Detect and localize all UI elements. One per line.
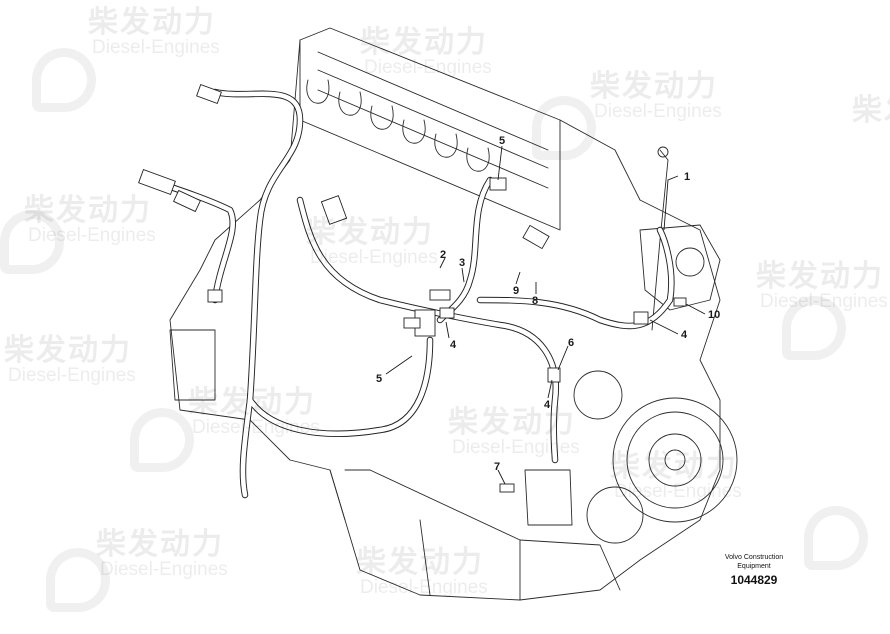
- valve-cover-ridge: [317, 51, 549, 189]
- leader-9: [515, 271, 521, 285]
- leader-7: [497, 469, 506, 485]
- oil-dipstick: [651, 149, 669, 331]
- leader-1: [663, 175, 679, 231]
- maker-line-2: Equipment: [737, 563, 771, 570]
- figure-caption: Volvo Construction Equipment 1044829: [704, 553, 804, 587]
- connector-left-2: [172, 189, 202, 213]
- connector-sensor: [522, 224, 550, 250]
- leader-4b: [547, 379, 553, 399]
- clamp-3: [633, 311, 649, 325]
- idler-pulley: [586, 486, 644, 544]
- leader-10: [685, 303, 706, 315]
- clamp-2: [547, 367, 561, 383]
- bolt-7: [499, 483, 515, 493]
- callout-4b: 4: [544, 399, 551, 411]
- crank-pulley: [612, 397, 738, 523]
- leader-2: [439, 257, 446, 269]
- connector-small: [207, 289, 223, 303]
- leader-4a: [445, 321, 450, 339]
- block-lower-face: [329, 469, 521, 601]
- callout-5b: 5: [376, 373, 382, 385]
- callout-4c: 4: [681, 329, 688, 341]
- leader-3: [461, 267, 465, 283]
- callout-1: 1: [684, 171, 690, 183]
- callout-3: 3: [459, 257, 465, 269]
- clamp-1: [439, 307, 455, 319]
- bracket: [524, 469, 573, 526]
- cylinder-head: [299, 39, 561, 231]
- callout-10: 10: [708, 309, 720, 321]
- callout-6: 6: [568, 337, 574, 349]
- figure-number: 1044829: [730, 573, 778, 587]
- callout-4a: 4: [450, 339, 457, 351]
- callout-2: 2: [440, 249, 446, 261]
- gear-cover: [169, 329, 216, 401]
- injector-loops: [306, 79, 490, 172]
- leader-6: [557, 345, 569, 371]
- leader-4c: [649, 319, 679, 335]
- callout-7: 7: [494, 461, 500, 473]
- callout-9: 9: [513, 285, 519, 297]
- leader-5a: [497, 145, 503, 181]
- damper-pulley: [573, 370, 623, 420]
- bolt-10: [673, 297, 687, 307]
- maker-line-1: Volvo Construction: [724, 554, 784, 561]
- plate: [429, 289, 451, 301]
- callout-5a: 5: [499, 135, 505, 147]
- clamp-5: [403, 317, 421, 329]
- connector-top: [196, 84, 222, 104]
- oil-pan: [344, 469, 621, 591]
- connector-mid: [320, 195, 348, 225]
- connector-left: [138, 169, 176, 195]
- callout-8: 8: [532, 295, 538, 307]
- leader-5b: [385, 355, 413, 375]
- turbo-housing: [639, 224, 721, 311]
